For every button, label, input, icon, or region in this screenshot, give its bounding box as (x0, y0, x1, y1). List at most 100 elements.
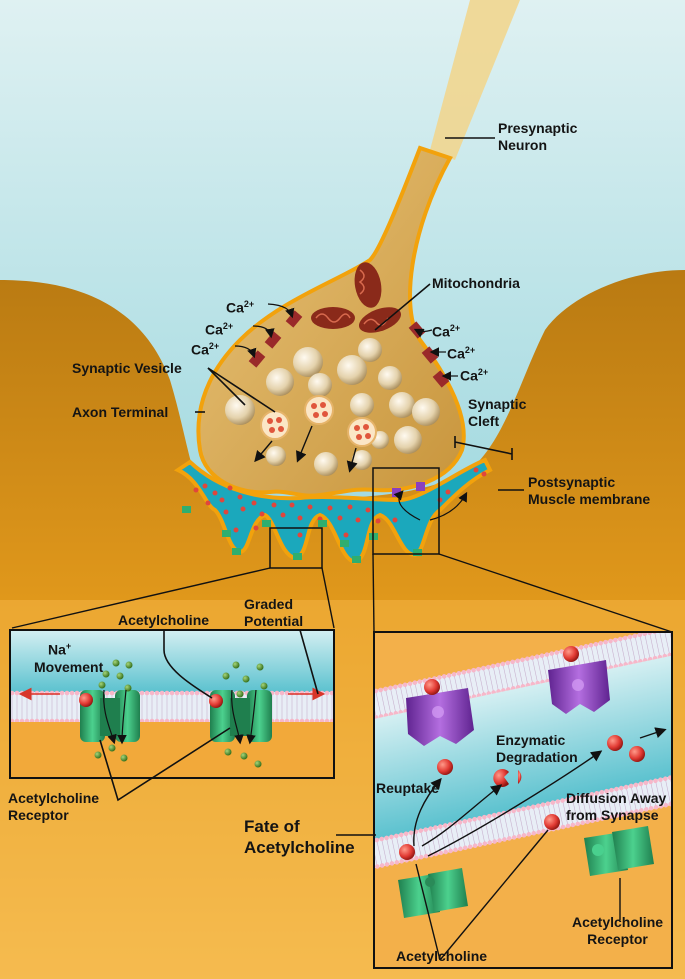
lipid-tail (381, 840, 387, 863)
lipid-head (663, 802, 669, 808)
lipid-head (457, 820, 463, 825)
lipid-tail (620, 640, 626, 663)
lipid-tail (416, 833, 422, 856)
lipid-head (164, 690, 170, 696)
lipid-head (384, 835, 389, 841)
lipid-head (603, 639, 608, 645)
lipid-tail (650, 783, 656, 806)
lipid-head (418, 828, 424, 833)
lipid-head (159, 690, 165, 696)
lipid-head (378, 687, 383, 693)
lipid-head (609, 814, 615, 819)
lipid-tail (440, 828, 446, 851)
lipid-head (379, 863, 385, 868)
lipid-head (467, 817, 472, 823)
lipid-head (194, 690, 200, 696)
lipid-head (643, 780, 649, 786)
leader-lines (99, 137, 524, 836)
lipid-tail (644, 635, 651, 658)
vesicle-arrows (254, 425, 358, 473)
lipid-head (535, 803, 541, 809)
label-graded-potential: Graded Potential (244, 596, 304, 629)
lipid-tail (513, 812, 519, 835)
lipid-tail (430, 830, 436, 853)
lipid-tail (577, 799, 583, 821)
lipid-head (598, 640, 604, 646)
lipid-tail (435, 829, 441, 852)
lipid-head (174, 690, 180, 696)
lipid-head (423, 853, 429, 859)
label-synaptic-cleft: Synaptic Cleft (468, 396, 527, 429)
lipid-tail (391, 838, 397, 861)
lipid-tail (483, 670, 489, 692)
lipid-tail (512, 663, 518, 686)
lipid-head (658, 777, 663, 783)
lipid-head (604, 815, 610, 820)
label-postsynaptic-membrane: Postsynaptic Muscle membrane (528, 474, 651, 507)
lipid-tail (498, 666, 504, 689)
lipid-head (526, 831, 532, 837)
lipid-tail (572, 800, 578, 822)
lipid-tail (503, 665, 509, 688)
label-reuptake: Reuptake (376, 780, 440, 796)
lipid-tail (523, 810, 529, 833)
lipid-head (614, 786, 619, 792)
lipid-head (539, 653, 545, 658)
label-axon-terminal: Axon Terminal (72, 404, 169, 420)
lipid-tail (400, 687, 406, 710)
acetylcholinesterase-1 (406, 688, 474, 746)
lipid-head (451, 672, 457, 677)
inset-selection-left (269, 527, 323, 569)
inset-graded-potential (9, 629, 335, 779)
lipid-head (580, 820, 585, 826)
lipid-head (521, 833, 527, 838)
lipid-head (482, 841, 488, 846)
lipid-tail (665, 780, 671, 803)
ach-filled-vesicles (260, 395, 377, 447)
lipid-tail (386, 839, 392, 862)
lipid-head (617, 636, 623, 642)
lipid-head (502, 837, 507, 842)
lipid-head (510, 659, 515, 665)
lipid-head (639, 808, 644, 813)
lipid-tail (474, 821, 480, 843)
lipid-head (622, 635, 628, 641)
label-mitochondria: Mitochondria (432, 275, 520, 291)
cleft-fate-arrows (393, 490, 468, 521)
lipid-head (529, 655, 535, 661)
inset-right-receptor-2 (584, 826, 654, 876)
lipid-head (608, 638, 613, 644)
lipid-head (476, 666, 481, 672)
lipid-head (471, 667, 476, 673)
lipid-tail (468, 673, 474, 695)
lipid-tail (395, 688, 401, 711)
lipid-tail (469, 822, 475, 844)
lipid-head (623, 784, 629, 790)
lipid-head (648, 805, 654, 811)
lipid-head (492, 839, 497, 844)
lipid-head (485, 664, 491, 670)
inset-fate (373, 631, 673, 969)
lipid-tail (527, 660, 533, 683)
synaptic-vesicles (225, 338, 440, 476)
lipid-head (633, 782, 639, 788)
na-ions (94, 659, 268, 768)
lipid-tail (640, 785, 647, 808)
lipid-head (417, 679, 423, 684)
lipid-tail (636, 786, 642, 809)
lipid-tail (494, 816, 500, 839)
lipid-head (583, 643, 589, 649)
lipid-head (482, 814, 487, 820)
lipid-tail (507, 664, 514, 687)
lipid-head (477, 842, 483, 847)
lipid-head (570, 796, 575, 801)
lipid-head (403, 831, 409, 837)
lipid-tail (420, 832, 427, 855)
lipid-tail (376, 841, 383, 864)
lipid-tail (493, 667, 499, 690)
lipid-head (495, 662, 501, 668)
lipid-head (379, 836, 384, 842)
lipid-tail (484, 819, 490, 841)
lipid-head (144, 690, 150, 696)
lipid-head (408, 830, 414, 836)
